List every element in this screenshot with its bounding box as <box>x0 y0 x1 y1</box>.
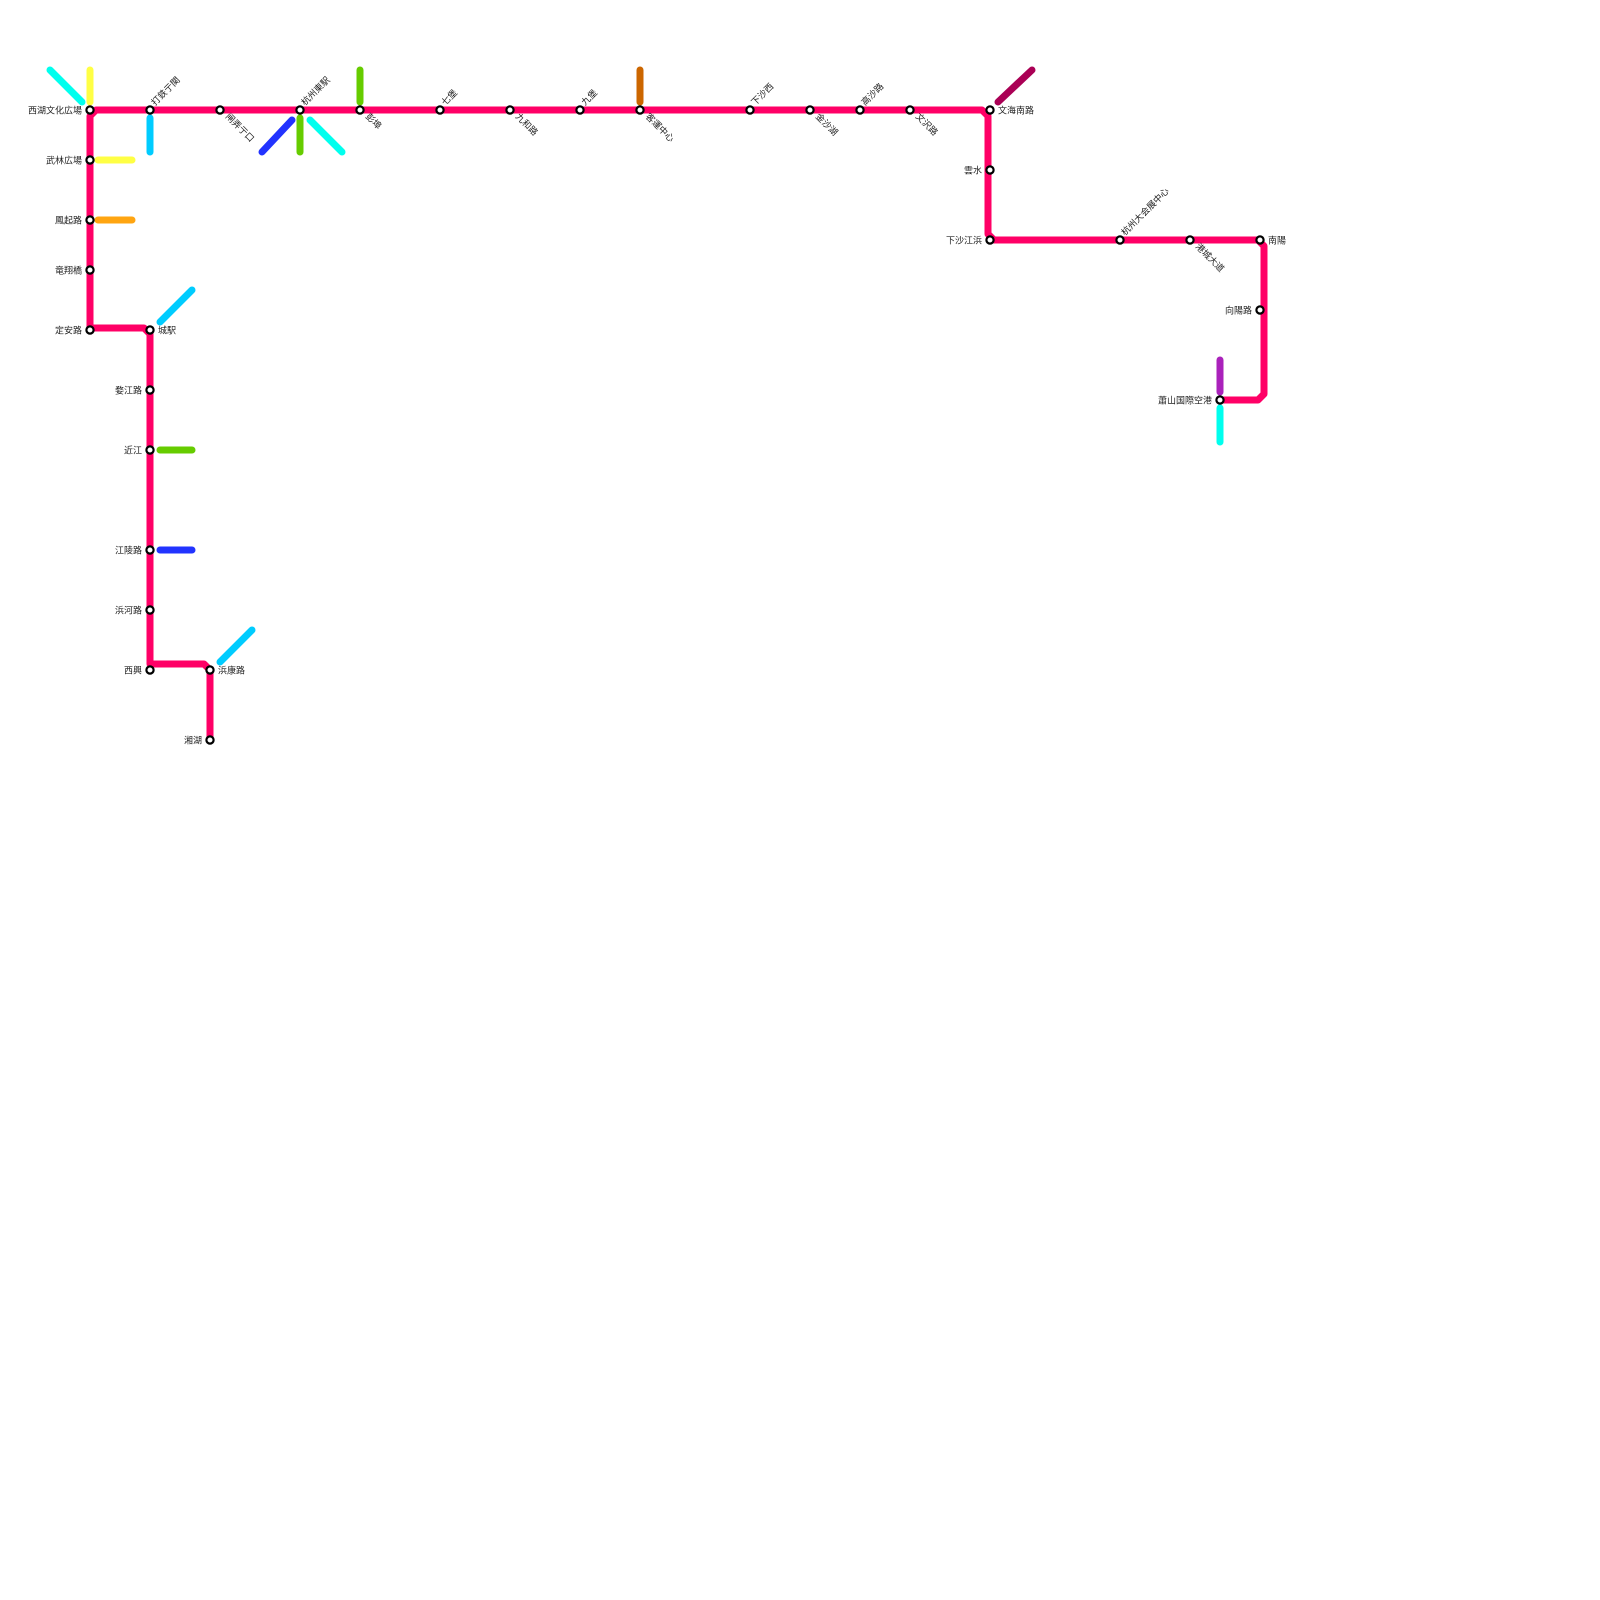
station-label-expo-center: 杭州大会展中心 <box>1119 185 1172 238</box>
station-marker-xihu-wenhua[interactable] <box>85 105 95 115</box>
station-marker-keyun[interactable] <box>635 105 645 115</box>
station-label-jiangling: 江陵路 <box>115 545 142 557</box>
station-marker-wenhai-south[interactable] <box>985 105 995 115</box>
station-label-zhaxiang: 闸弄亍口 <box>223 111 256 144</box>
transfer-stub-wenhai-south-maroon <box>994 66 1036 106</box>
station-marker-wulin[interactable] <box>85 155 95 165</box>
station-label-yunshui: 雲水 <box>964 165 982 177</box>
station-marker-dingan[interactable] <box>85 325 95 335</box>
station-marker-wenze-lu[interactable] <box>905 105 915 115</box>
transfer-stub-hangzhou-east-cyan <box>306 116 346 156</box>
station-label-wujiang: 婺江路 <box>115 385 142 397</box>
station-marker-longxiang[interactable] <box>85 265 95 275</box>
station-label-xixing: 西興 <box>124 666 142 677</box>
station-label-keyun: 客運中心 <box>643 111 677 145</box>
station-label-gangcheng: 港城大道 <box>1193 241 1227 275</box>
station-marker-chengzhan[interactable] <box>145 325 155 335</box>
station-label-longxiang: 竜翔橋 <box>55 265 82 277</box>
station-label-pengbu: 彭埠 <box>363 111 384 132</box>
station-marker-jiangling[interactable] <box>145 545 155 555</box>
station-label-binhe: 浜河路 <box>115 605 142 617</box>
station-label-hangzhou-east: 杭州東駅 <box>299 74 333 108</box>
station-marker-hangzhou-east[interactable] <box>295 105 305 115</box>
station-label-fengqi: 鳳起路 <box>55 215 82 227</box>
station-marker-xiasha-jiangbin[interactable] <box>985 235 995 245</box>
station-marker-gangcheng[interactable] <box>1185 235 1195 245</box>
station-marker-expo-center[interactable] <box>1115 235 1125 245</box>
station-label-binkang: 浜康路 <box>218 665 245 677</box>
station-marker-xixing[interactable] <box>145 665 155 675</box>
station-label-airport: 蕭山国際空港 <box>1158 395 1212 407</box>
station-label-jiuhe-lu: 九和路 <box>513 111 541 139</box>
station-marker-nanyang[interactable] <box>1255 235 1265 245</box>
station-label-dingan: 定安路 <box>55 325 82 337</box>
station-marker-yunshui[interactable] <box>985 165 995 175</box>
station-label-wenze-lu: 文沢路 <box>913 111 941 139</box>
station-marker-airport[interactable] <box>1215 395 1225 405</box>
station-marker-xiasha-west[interactable] <box>745 105 755 115</box>
station-label-chengzhan: 城駅 <box>158 326 176 337</box>
station-marker-jiubao[interactable] <box>575 105 585 115</box>
station-label-xihu-wenhua: 西湖文化広場 <box>28 105 82 117</box>
station-markers <box>85 105 1265 745</box>
station-label-datie-guan: 打鉄亍関 <box>149 74 183 108</box>
station-marker-jinjiang[interactable] <box>145 445 155 455</box>
station-label-jinjiang: 近江 <box>124 445 142 457</box>
transfer-stub-chengzhan-sky_blue <box>156 286 196 326</box>
station-marker-binhe[interactable] <box>145 605 155 615</box>
station-label-wulin: 武林広場 <box>46 155 82 167</box>
station-marker-jiuhe-lu[interactable] <box>505 105 515 115</box>
station-marker-gaosha-lu[interactable] <box>855 105 865 115</box>
station-label-nanyang: 南陽 <box>1268 235 1286 247</box>
main-metro-line <box>86 106 1268 744</box>
transfer-line-stubs <box>46 66 1224 666</box>
station-marker-jinsha-lake[interactable] <box>805 105 815 115</box>
station-label-jinsha-lake: 金沙湖 <box>813 111 841 139</box>
station-marker-xianghu[interactable] <box>205 735 215 745</box>
transfer-stub-xihu-wenhua-cyan <box>46 66 86 106</box>
station-marker-fengqi[interactable] <box>85 215 95 225</box>
station-label-xiasha-jiangbin: 下沙江浜 <box>946 236 982 247</box>
station-marker-datie-guan[interactable] <box>145 105 155 115</box>
station-label-wenhai-south: 文海南路 <box>998 105 1034 117</box>
station-marker-pengbu[interactable] <box>355 105 365 115</box>
station-marker-xiangyang-lu[interactable] <box>1255 305 1265 315</box>
station-label-xiangyang-lu: 向陽路 <box>1225 305 1252 317</box>
station-marker-binkang[interactable] <box>205 665 215 675</box>
station-label-gaosha-lu: 高沙路 <box>859 81 887 109</box>
transfer-stub-zhaxiang-blue <box>258 116 296 156</box>
station-label-xianghu: 湘湖 <box>184 735 202 747</box>
station-label-qibao: 七堡 <box>439 87 460 108</box>
station-marker-qibao[interactable] <box>435 105 445 115</box>
station-marker-zhaxiang[interactable] <box>215 105 225 115</box>
transfer-stub-binkang-sky_blue <box>216 626 256 666</box>
station-label-xiasha-west: 下沙西 <box>749 81 776 108</box>
station-marker-wujiang[interactable] <box>145 385 155 395</box>
station-label-jiubao: 九堡 <box>579 87 600 108</box>
